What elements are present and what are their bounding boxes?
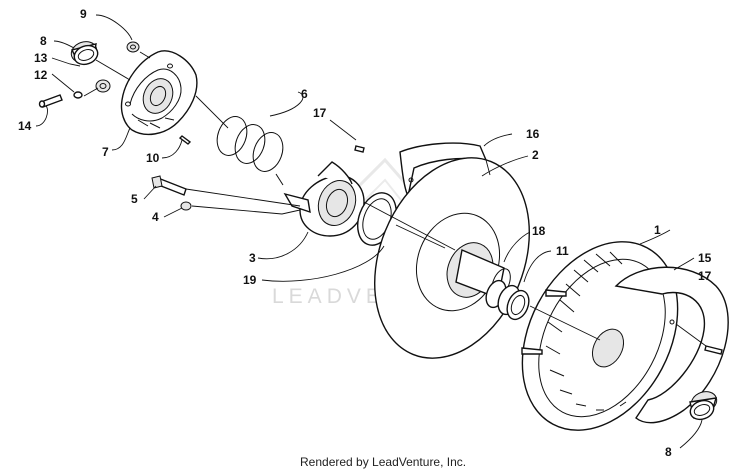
part-16-cover-segment	[399, 142, 488, 199]
footer-credit: Rendered by LeadVenture, Inc.	[300, 455, 466, 469]
callout-leaders	[35, 14, 703, 449]
part-11-rings	[497, 284, 530, 321]
part-9-nut	[126, 41, 140, 53]
callout-3: 3	[249, 251, 256, 265]
part-15-cover-disc	[614, 266, 729, 424]
part-17-screw-top	[354, 145, 365, 153]
part-3-cam	[283, 161, 365, 237]
part-12-washer	[73, 91, 83, 99]
part-8-bushing-top	[70, 41, 99, 66]
callout-18: 18	[532, 224, 546, 238]
callout-4: 4	[152, 210, 159, 224]
callout-1: 1	[654, 223, 661, 237]
callout-15: 15	[698, 251, 712, 265]
part-2-sheave	[374, 157, 530, 359]
part-14-pin	[38, 94, 63, 108]
callout-8-bottom: 8	[665, 445, 672, 459]
part-4-nut	[180, 201, 192, 211]
callout-6: 6	[301, 87, 308, 101]
callout-17-top: 17	[313, 106, 327, 120]
callout-labels: 9 8 13 12 14 7 10 6 17 5 4 3 19 16 2 18 …	[18, 7, 712, 459]
part-7-cover	[120, 50, 198, 136]
callout-8-top: 8	[40, 34, 47, 48]
part-8-bushing-bottom	[689, 391, 718, 421]
assembly-axis-lines	[83, 51, 707, 347]
callout-7: 7	[102, 145, 109, 159]
callout-11: 11	[556, 244, 569, 258]
callout-13: 13	[34, 51, 48, 65]
callout-2: 2	[532, 148, 539, 162]
part-13-spacer	[95, 79, 111, 93]
callout-16: 16	[526, 127, 540, 141]
part-6-spring	[216, 116, 284, 186]
callout-9: 9	[80, 7, 87, 21]
part-17-screw-right	[704, 345, 723, 355]
callout-19: 19	[243, 273, 257, 287]
part-5-bolt	[151, 175, 187, 196]
callout-17-right: 17	[698, 269, 712, 283]
callout-12: 12	[34, 68, 48, 82]
callout-14: 14	[18, 119, 32, 133]
part-10-pin	[178, 135, 192, 145]
callout-5: 5	[131, 192, 138, 206]
callout-10: 10	[146, 151, 160, 165]
